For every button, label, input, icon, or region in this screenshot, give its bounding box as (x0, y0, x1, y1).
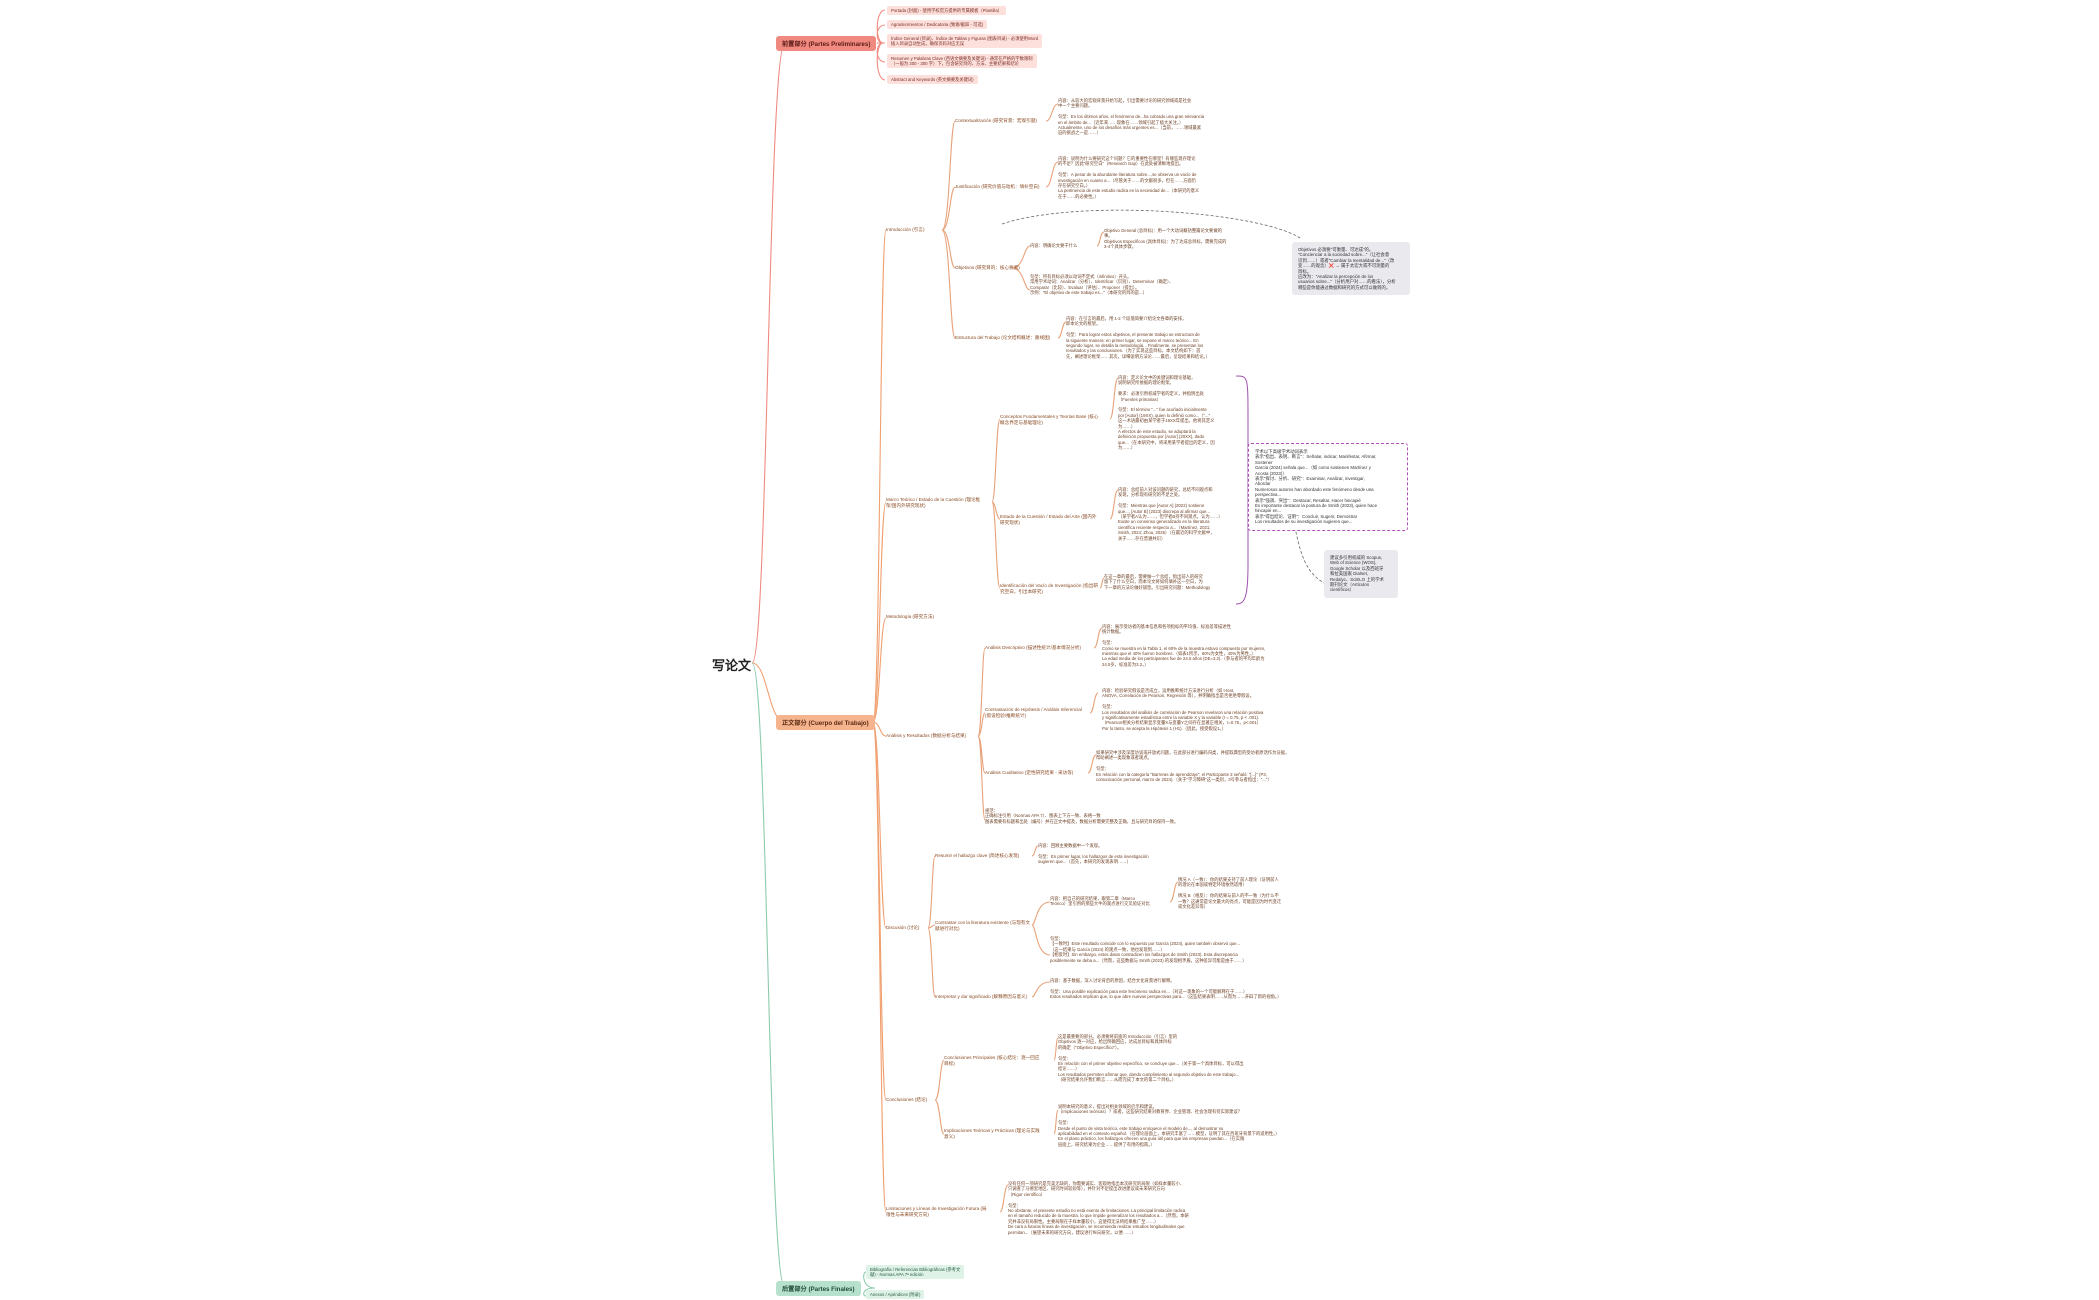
node-analisis-descriptivo[interactable]: Análisis Descriptivo (描述性统计/基本情况分析) (985, 645, 1081, 650)
branch-preliminares[interactable]: 前置部分 (Partes Preliminares) (776, 36, 877, 51)
node-resumir-hallazgo[interactable]: Resumir el hallazgo clave (简述核心发现) (935, 853, 1020, 858)
note-objetivos: Objetivos 必须要"可衡量、可达成"的。 "Concienciar a … (1292, 242, 1410, 296)
note-bases-datos: 建议多引用权威的 Scopus, Web of Science (WOS), G… (1324, 550, 1398, 598)
node-analisis[interactable]: Análisis y Resultados (数据分析与结果) (886, 733, 967, 738)
text-vacio: 在这一章的最后，需要做一个总结，指出前人的研究 留下了什么空白，而本论文将如何填… (1104, 574, 1211, 590)
text-implicaciones: 说明本研究的意义，提出对相关领域的启示和建议。 （Implicaciones t… (1058, 1104, 1280, 1147)
prelim-item-indice: Índice General (目录)、Índice de Tablas y F… (887, 34, 1043, 49)
branch-cuerpo[interactable]: 正文部分 (Cuerpo del Trabajo) (776, 715, 875, 730)
node-contrastar-literatura[interactable]: Contrastar con la literatura existente (… (935, 920, 1030, 931)
final-item-bibliografia: Bibliografía / Referencias Bibliográfica… (866, 1265, 965, 1280)
text-estructura: 内容：在引言的最后，用 1-2 个段落简要介绍论文各章的安排， 即本论文的框架。… (1066, 316, 1210, 359)
node-analisis-cualitativo[interactable]: Análisis Cualitativo (定性研究结果 - 采访等) (985, 770, 1074, 775)
node-vacio[interactable]: Identificación del Vacío de Investigació… (1000, 583, 1098, 594)
node-conclusiones-principales[interactable]: Conclusiones Principales (核心结论：逐一回应 目标) (944, 1055, 1040, 1066)
text-estado-cuestion: 内容：总结前人对该问题的研究，总结不同观点和 发现，分析现有研究的不足之处。 句… (1118, 487, 1223, 541)
text-analisis-nota: 规范： 正确标注引用（Normas APA 7）、图表上下方一致、表格一致 图表… (985, 808, 1179, 824)
text-conclusiones-principales: 这是最重要的部分。必须要将前面的 Introducción（引言）里的 Obje… (1058, 1034, 1244, 1083)
node-objetivos[interactable]: Objetivos (研究目的：核心要素) (955, 265, 1020, 270)
text-contrastar-literatura: 内容：把自己的研究结果，跟第二章（Marco Teórico）里引用的那些大牛的… (1050, 896, 1150, 907)
node-justificacion[interactable]: Justificación (研究价值与动机：填补空白) (955, 184, 1040, 189)
node-estructura[interactable]: Estructura del Trabajo (论文结构概述：路线图) (955, 335, 1051, 340)
text-contextualizacion: 内容：从较大的宏观背景开始写起，引出需要讨论的研究领域或是社会 中一个主要问题。… (1058, 98, 1205, 136)
note-verbos-academicos: 学术以下高级学术动词表示 表示"指出、表明、断言"：Señalar, indic… (1248, 443, 1408, 531)
final-item-anexos: Anexos / Apéndices (附录) (866, 1290, 925, 1300)
node-metodologia[interactable]: Metodología (研究方法) (886, 614, 934, 619)
text-objetivos-detalle: Objetivo General (总目标)：用一个大动词概括整篇论文要做的事。… (1104, 228, 1227, 250)
node-contextualizacion[interactable]: Contextualización (研究背景：宏观引题) (955, 118, 1037, 123)
node-implicaciones[interactable]: Implicaciones Teóricas y Prácticas (理论与实… (944, 1128, 1040, 1139)
node-limitaciones[interactable]: Limitaciones y Líneas de Investigación F… (886, 1206, 987, 1217)
text-contrastar-frases: 句型： 【一致时】Este resultado coincide con lo … (1050, 936, 1247, 963)
node-conclusiones[interactable]: Conclusiones (结论) (886, 1097, 928, 1102)
node-estado-cuestion[interactable]: Estado de la Cuestión / Estado del Arte … (1000, 514, 1097, 525)
text-analisis-descriptivo: 内容：展示受访者的基本信息和各项指标的平均值、标准差等描述性 统计数据。 句型：… (1102, 624, 1266, 667)
text-contrastacion: 内容：检验研究假设是否成立，运用推断统计方法进行分析（如 t-test, ANO… (1102, 688, 1264, 731)
node-marco-teorico[interactable]: Marco Teórico / Estado de la Cuestión (理… (886, 497, 981, 508)
text-contrastar-casos: 情况 A（一致）：你的结果支持了前人理论（证明前人 的理论在本国或特定环境依然适… (1178, 877, 1282, 910)
branch-finales[interactable]: 后置部分 (Partes Finales) (776, 1281, 861, 1296)
node-contrastacion[interactable]: Contrastación de Hipótesis / Análisis In… (985, 707, 1082, 718)
text-resumir-hallazgo: 内容：回顾主要数据中一个发现。 句型：En primer lugar, los … (1038, 843, 1149, 865)
text-limitaciones: 没有任何一项研究是完美无缺的，你需要诚实、客观地指出本次研究的局限（如样本量较小… (1008, 1181, 1189, 1235)
node-interpretar[interactable]: Interpretar y dar significado (解释原因与意义) (935, 994, 1028, 999)
prelim-item-agradecimientos: Agradecimientos / Dedicatoria (致谢/献辞 - 可… (887, 20, 988, 30)
node-introduccion[interactable]: Introducción (引言) (886, 227, 925, 232)
text-objetivos-verbos: 句型：所有目标必须以动词不定式（infinitivo）开头。 常用学术动词：An… (1030, 274, 1174, 296)
node-discusion[interactable]: Discusión (讨论) (886, 925, 920, 930)
text-justificacion: 内容：说明为什么要研究这个问题？它的重要性在哪里？有哪些现存理论 的不足？因此"… (1058, 156, 1200, 199)
root-topic: 写论文 (712, 658, 752, 673)
text-objetivos-contenido: 内容：明确论文要干什么 (1030, 243, 1078, 248)
prelim-item-abstract: Abstract and Keywords (英文摘要及关键词) (887, 75, 978, 85)
text-conceptos: 内容：定义论文中的关键词和理论基础， 说明研究所依据的理论框架。 要求：必须引用… (1118, 375, 1215, 451)
text-analisis-cualitativo: 如果研究中涉及深度访谈或开放式问题，在此部分进行编码归类，并提取典型的受访者原话… (1096, 750, 1290, 783)
prelim-item-resumen: Resumen y Palabras Clave (西语文摘要及关键词) - 通… (887, 54, 1037, 69)
text-interpretar: 内容：基于数据，深入讨论背后的原因，结合文化背景进行解释。 句型：Una pos… (1050, 978, 1282, 1000)
prelim-item-portada: Portada (封面) - 使用学校官方提供的专属模板（Plantilla） (887, 6, 1007, 16)
node-conceptos[interactable]: Conceptos Fundamentales y Teorías Base (… (1000, 414, 1099, 425)
